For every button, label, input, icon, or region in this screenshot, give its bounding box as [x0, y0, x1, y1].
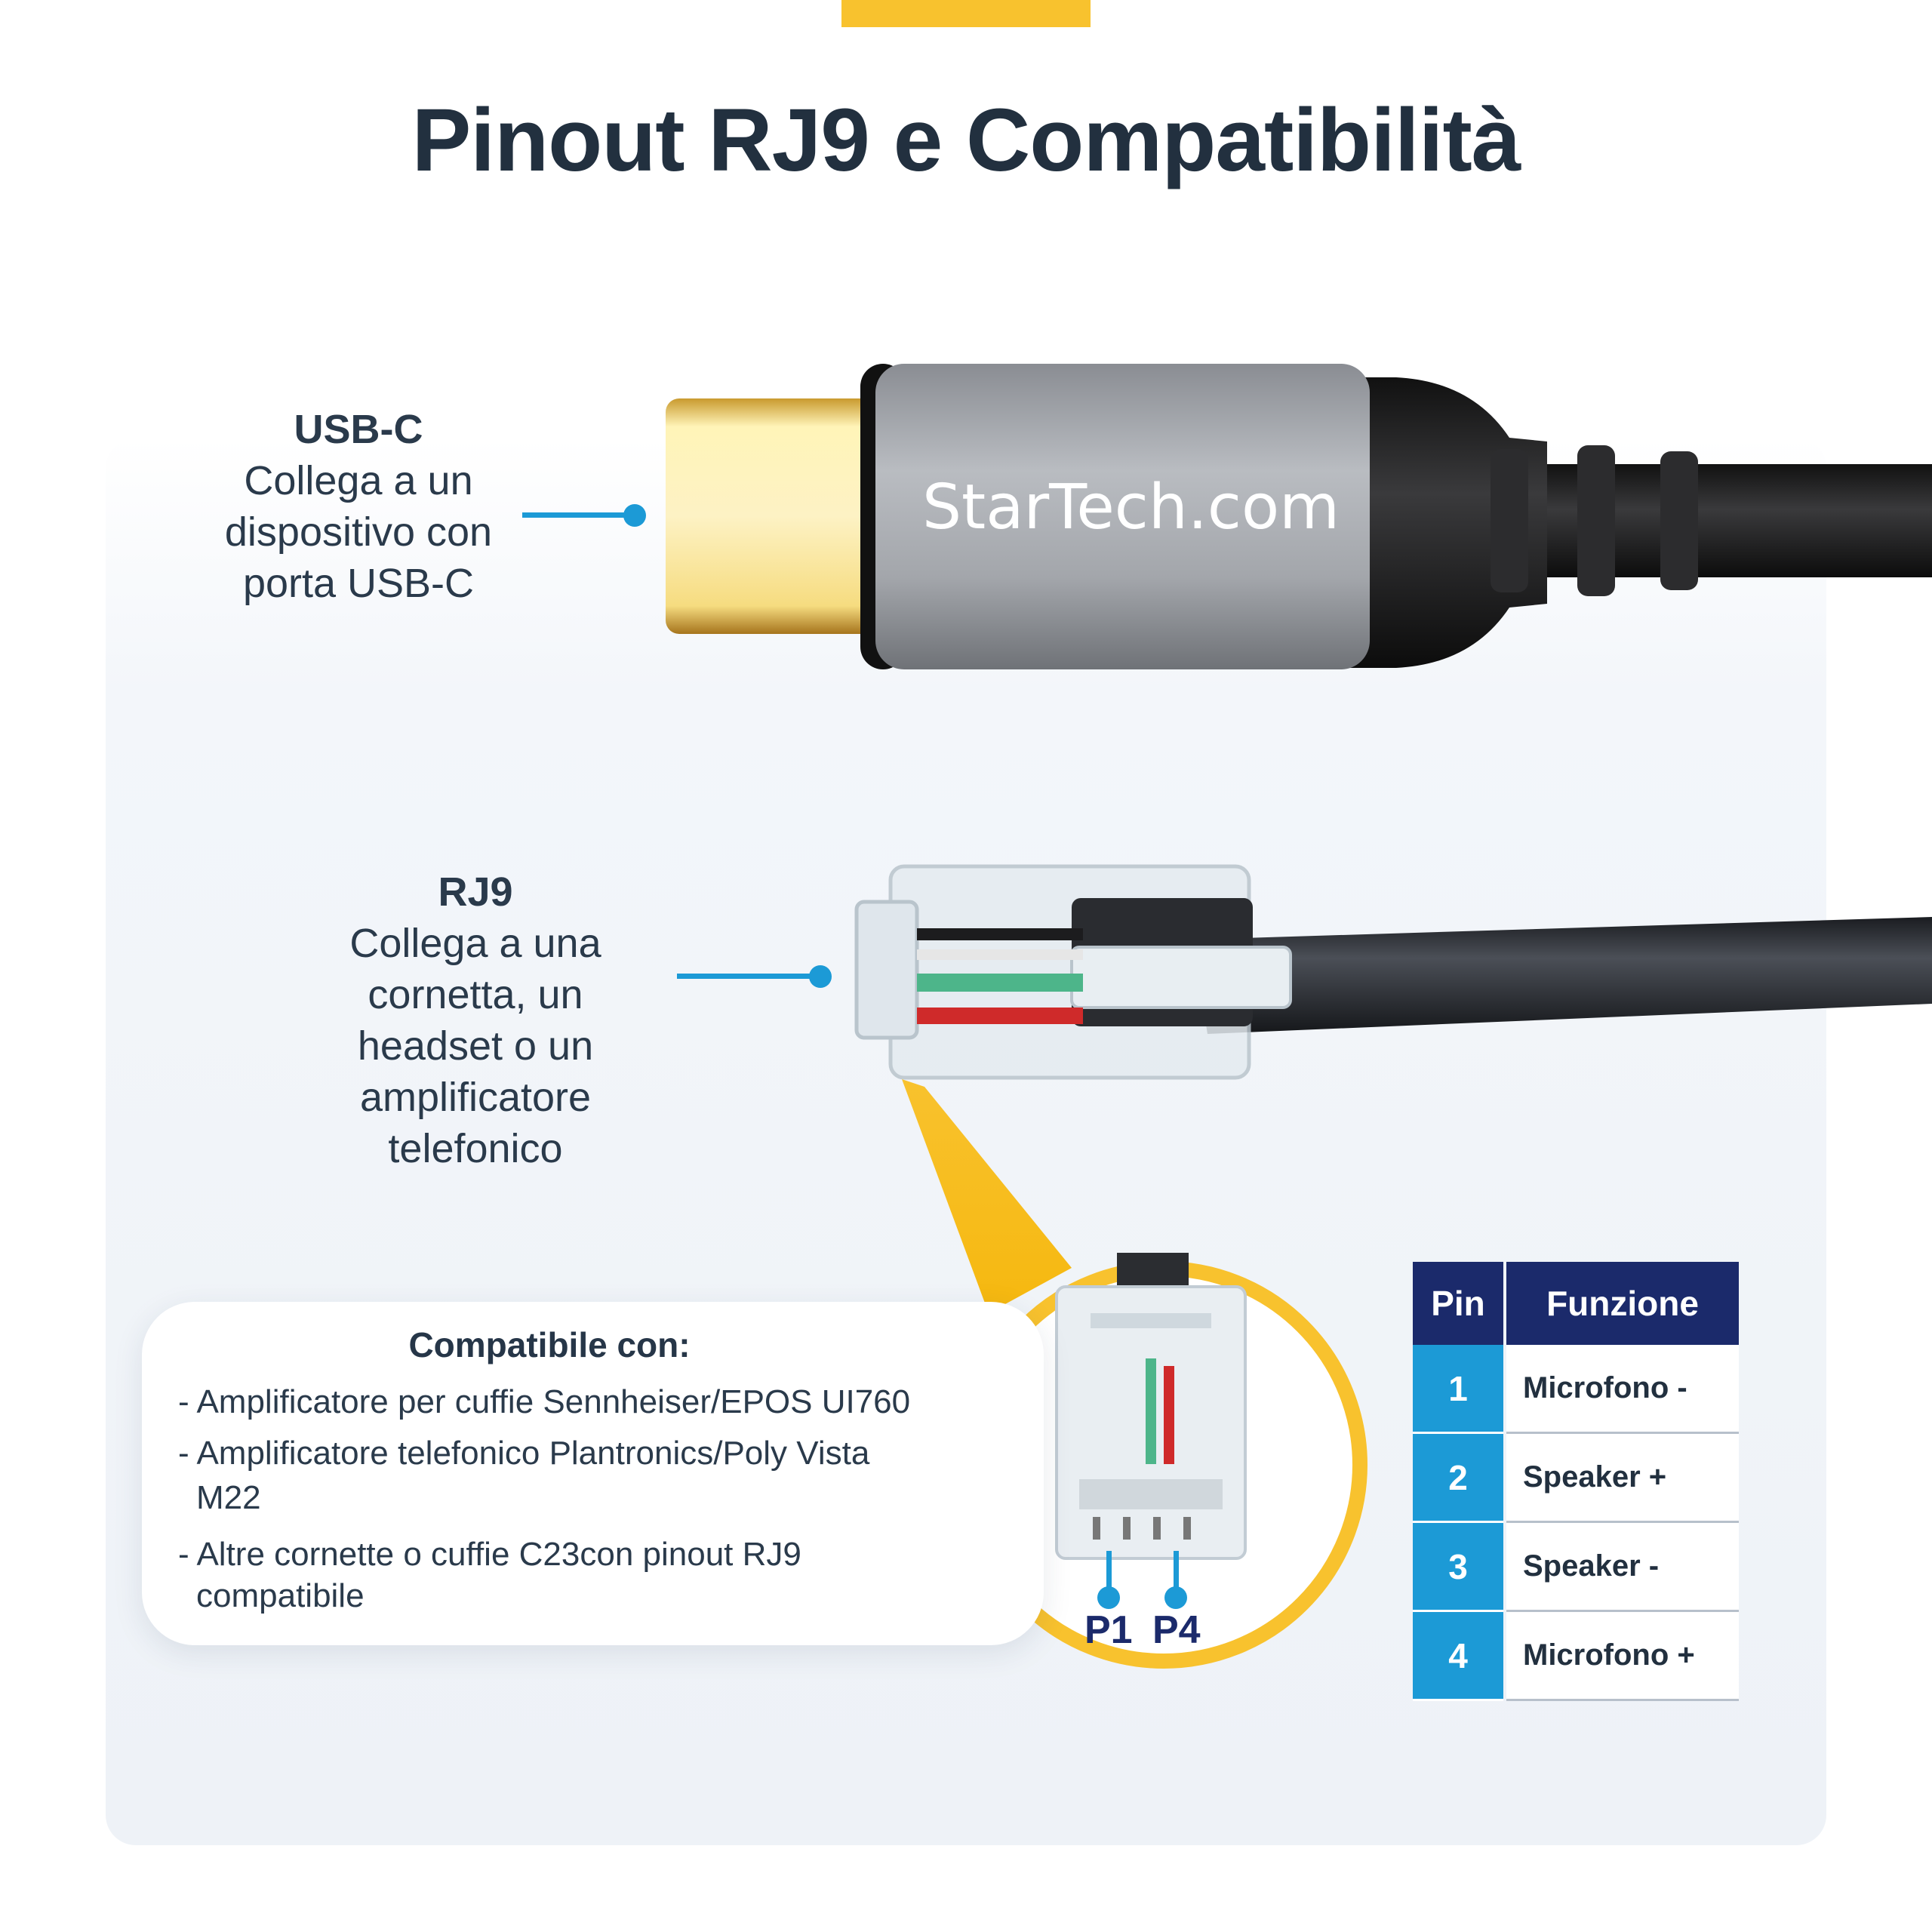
compatibility-title: Compatibile con: [408, 1325, 691, 1364]
rj9-pointer-line [677, 974, 820, 979]
rj9-line-1: Collega a una [349, 921, 601, 966]
rj9-line-3: headset o un [357, 1023, 594, 1069]
usbc-line-1: Collega a un [244, 458, 473, 503]
compat-item-2-cont: M22 [196, 1479, 261, 1516]
table-row: 3 Speaker - [1413, 1523, 1739, 1612]
compatibility-card: Compatibile con: - Amplificatore per cuf… [142, 1302, 1044, 1645]
rj9-pointer-dot [809, 965, 832, 988]
rj9-label: RJ9 Collega a una cornetta, un headset o… [325, 866, 626, 1174]
table-header-pin: Pin [1413, 1262, 1503, 1345]
page-title: Pinout RJ9 e Compatibilità [411, 91, 1521, 190]
table-row: 1 Microfono - [1413, 1345, 1739, 1434]
compat-item-2: - Amplificatore telefonico Plantronics/P… [178, 1435, 870, 1472]
pin-number: 3 [1413, 1523, 1503, 1612]
usbc-line-2: dispositivo con [224, 509, 493, 555]
pin-p1-label: P1 [1084, 1608, 1133, 1652]
pin-function: Speaker - [1506, 1523, 1739, 1612]
table-header-row: Pin Funzione [1413, 1262, 1739, 1345]
pin-function: Microfono - [1506, 1345, 1739, 1434]
usbc-heading: USB-C [294, 407, 423, 452]
table-row: 4 Microfono + [1413, 1612, 1739, 1701]
usbc-pointer-dot [623, 504, 646, 527]
rj9-heading: RJ9 [438, 869, 513, 915]
rj9-line-2: cornetta, un [368, 972, 583, 1017]
table-header-function: Funzione [1506, 1262, 1739, 1345]
table-row: 2 Speaker + [1413, 1434, 1739, 1523]
pin-number: 2 [1413, 1434, 1503, 1523]
compat-item-3: - Altre cornette o cuffie C23con pinout … [178, 1536, 801, 1573]
pin-number: 4 [1413, 1612, 1503, 1701]
pin-p4-label: P4 [1152, 1608, 1201, 1652]
pin-function: Speaker + [1506, 1434, 1739, 1523]
pin-function: Microfono + [1506, 1612, 1739, 1701]
top-accent-bar [841, 0, 1091, 27]
compat-item-1: - Amplificatore per cuffie Sennheiser/EP… [178, 1383, 911, 1420]
compat-item-3-cont: compatibile [196, 1577, 365, 1614]
pin-number: 1 [1413, 1345, 1503, 1434]
rj9-line-5: telefonico [388, 1126, 563, 1171]
pin-function-table: Pin Funzione 1 Microfono - 2 Speaker + 3… [1413, 1262, 1739, 1701]
usbc-label: USB-C Collega a un dispositivo con porta… [181, 404, 536, 609]
rj9-line-4: amplificatore [359, 1075, 592, 1120]
usbc-pointer-line [522, 512, 635, 518]
brand-logo: StarTech.com [922, 472, 1340, 543]
usbc-line-3: porta USB-C [242, 561, 475, 606]
